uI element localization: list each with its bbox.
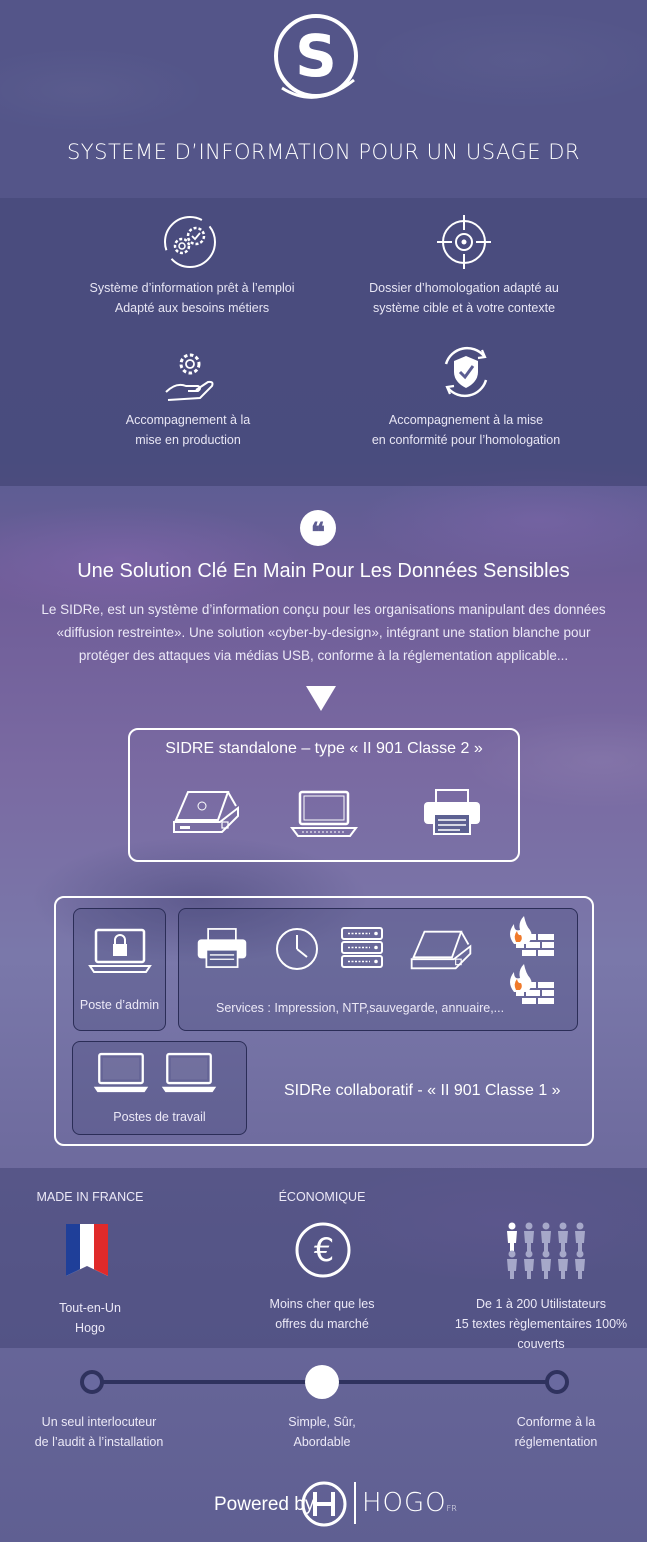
workstations-label: Postes de travail [113,1110,206,1124]
powered-by-label: Powered by [214,1494,315,1515]
quote-icon: ❝ [300,510,336,548]
hand-gear-icon [165,353,214,401]
workstation-laptop-icon [93,1052,149,1093]
hogo-logo-icon [301,1481,347,1527]
laptop-icon [290,790,358,837]
french-flag-icon [66,1224,108,1276]
page-title: SYSTEME D’INFORMATION POUR UN USAGE DR [66,140,581,164]
admin-post-box [73,908,166,1031]
down-arrow-icon [306,686,336,711]
crosshair-target-icon [437,215,491,269]
features-band [0,198,647,486]
services-printer-icon [197,928,247,968]
header-band [0,0,647,198]
benefit-heading-made-in-france: MADE IN FRANCE [36,1190,144,1204]
solution-body: Le SIDRe, est un système d’information c… [41,602,606,663]
admin-post-label: Poste d’admin [79,998,160,1012]
hogo-brand: HOGOFR [362,1488,457,1518]
timeline-dot-end [545,1370,569,1394]
server-rack-icon [341,927,383,968]
sidre-logo-icon: S [274,14,358,99]
standalone-box [128,728,520,862]
firewall-icon [510,916,554,956]
users-group-icon [507,1222,585,1279]
printer-icon [424,789,480,835]
timeline-dot-center [305,1365,339,1399]
services-label: Services : Impression, NTP,sauvegarde, a… [216,1001,505,1015]
timeline-dot-start [80,1370,104,1394]
gears-cycle-icon [164,216,216,268]
svg-text:€: € [314,1231,334,1269]
logo-letter: S [295,22,337,90]
euro-coin-icon: € [295,1222,351,1278]
kiosk-station-icon [173,791,239,833]
collaborative-box [54,896,594,1146]
shield-check-icon [444,346,488,398]
firewall-icon [510,964,554,1004]
clock-icon [276,928,318,970]
footer-divider [354,1482,356,1524]
services-kiosk-icon [410,930,472,970]
collaborative-title: SIDRe collaboratif - « II 901 Classe 1 » [284,1082,561,1099]
solution-title: Une Solution Clé En Main Pour Les Donnée… [77,560,570,582]
benefit-heading-economique: ÉCONOMIQUE [278,1190,366,1204]
standalone-title: SIDRE standalone – type « II 901 Classe … [165,740,483,757]
workstation-laptop-icon [161,1052,217,1093]
locked-laptop-icon [88,928,152,973]
timeline-text-2: Simple, Sûr,Abordable [288,1415,356,1449]
